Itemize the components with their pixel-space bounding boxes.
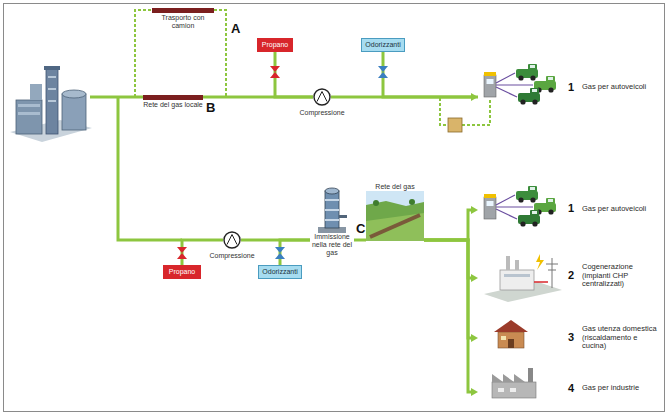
callout-number: 4 (568, 383, 574, 394)
pipe-connector (280, 240, 310, 265)
odorant-box: Odorizzanti (258, 265, 302, 279)
node-text: Gas per autoveicoli (582, 83, 646, 92)
node-text: Gas per autoveicoli (582, 205, 646, 214)
pipe-line (424, 240, 473, 278)
pipe-connector (354, 240, 366, 241)
callout-number: 3 (568, 332, 574, 343)
node-text: Gas per industrie (582, 384, 639, 393)
node-text: Compressione (209, 252, 254, 260)
pipe-line (275, 52, 313, 97)
node-text: Cogenerazione (impianti CHP centralizzat… (582, 263, 660, 289)
pipe-connector (214, 10, 313, 97)
pipe-connector (424, 240, 478, 342)
callout-letter: C (356, 222, 365, 235)
callout-letter: B (206, 101, 215, 114)
odorant-box: Odorizzanti (361, 38, 405, 52)
pipe-line (383, 52, 478, 97)
callout-number: 1 (568, 203, 574, 214)
car-icon (478, 185, 578, 233)
node-text: Trasporto con camion (152, 14, 214, 30)
pipeline-picture (366, 191, 424, 241)
compressor-symbol: Compressione (313, 88, 331, 106)
pipe-line (424, 210, 473, 240)
node-text: Rete del gas locale (143, 101, 203, 109)
pipe-line (424, 240, 473, 392)
node-text: Immissione nella rete del gas (310, 233, 354, 257)
car-icon (478, 62, 578, 112)
injection-tower: Immissione nella rete del gas (310, 185, 354, 257)
callout-number: 1 (568, 82, 574, 93)
storage-tank (448, 118, 462, 132)
propane-box: Propano (163, 265, 201, 279)
valve-symbol (177, 66, 388, 259)
pipe-connector (383, 52, 478, 97)
pipe-line (214, 10, 313, 97)
node-text: Propano (262, 41, 288, 49)
house-icon (478, 316, 578, 360)
transport-bar: Trasporto con camion (152, 8, 214, 30)
callout-letter: A (231, 22, 240, 35)
node-text: Propano (169, 268, 195, 276)
compressor-symbol: Compressione (223, 231, 241, 249)
compressor-symbol (223, 231, 241, 249)
pipe-connector (424, 240, 478, 282)
arrow-head (471, 206, 478, 214)
truck-route (135, 10, 490, 125)
pipe-connector (275, 52, 313, 97)
biogas-plant (10, 66, 92, 142)
node-text: Rete del gas (366, 183, 424, 191)
node-text: Odorizzanti (262, 268, 297, 276)
gas-network-box: Rete del gas (366, 183, 424, 241)
gas-pipe (90, 97, 182, 240)
tower-picture (310, 185, 354, 233)
pipe-line (424, 240, 473, 338)
transport-bar: Rete del gas locale (143, 95, 203, 109)
pipe-connector (424, 240, 478, 396)
arrow-head (471, 274, 478, 282)
node-text: Odorizzanti (365, 41, 400, 49)
pipe-connector (424, 206, 478, 240)
compressor-symbol (313, 88, 331, 106)
chp-icon (478, 248, 578, 304)
frame (4, 4, 665, 412)
node-text: Compressione (299, 109, 344, 117)
arrow-head (471, 334, 478, 342)
arrow-head (471, 388, 478, 396)
propane-box: Propano (257, 38, 293, 52)
factory-icon (478, 368, 578, 408)
pipe-line (354, 239, 366, 242)
callout-number: 2 (568, 270, 574, 281)
pipe-line (280, 240, 310, 265)
node-text: Gas utenza domestica (riscaldamento e cu… (582, 325, 660, 351)
